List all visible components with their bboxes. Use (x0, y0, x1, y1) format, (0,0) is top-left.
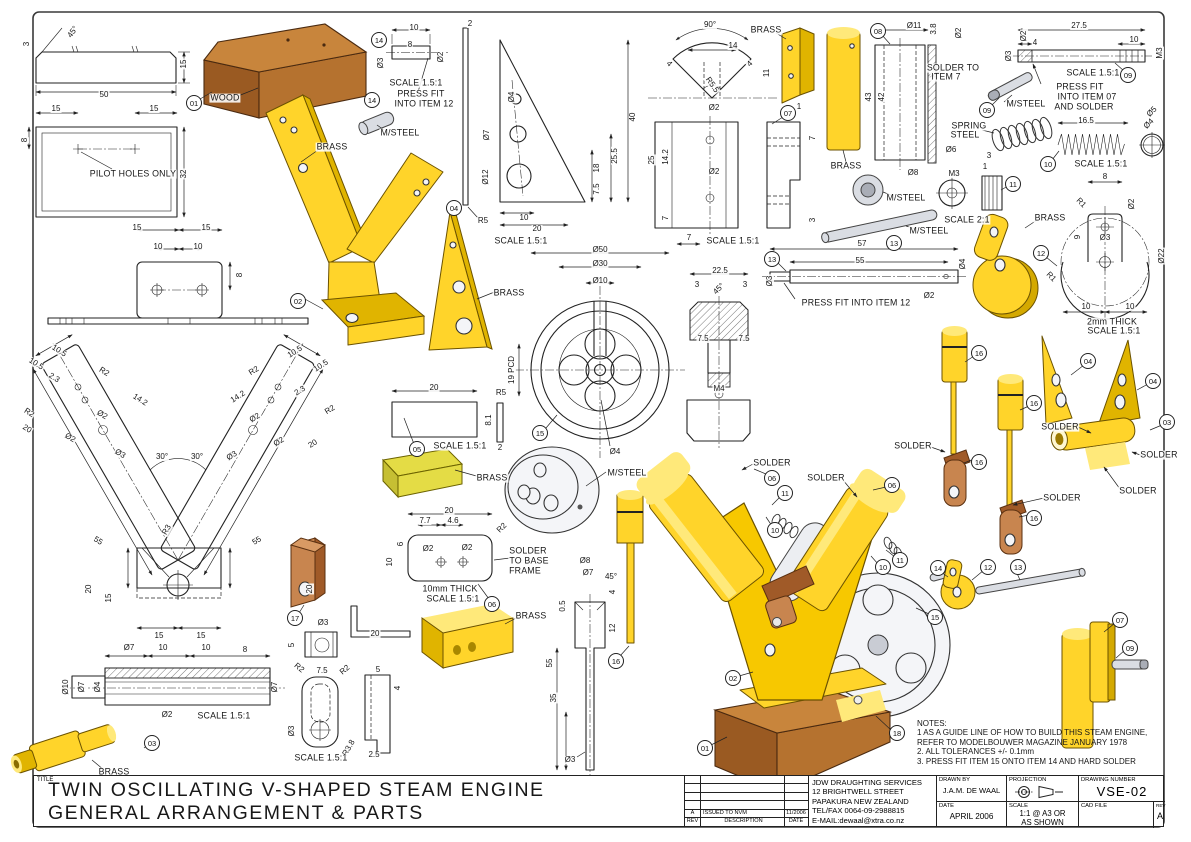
revision-rev: A (685, 809, 701, 817)
iso-pivot-assembly (1061, 621, 1149, 749)
title-block: TITLE TWIN OSCILLATING V-SHAPED STEAM EN… (33, 775, 1166, 828)
drawnby-date-cell: DRAWN BY J.A.M. DE WAAL DATE APRIL 2006 (936, 776, 1006, 826)
note-line: 1 AS A GUIDE LINE OF HOW TO BUILD THIS S… (917, 728, 1148, 738)
view-item03 (10, 654, 286, 774)
view-item02-vplate (32, 334, 324, 630)
view-item14 (358, 28, 448, 136)
first-angle-projection-icon (1015, 785, 1063, 799)
drawing-title-line2: GENERAL ARRANGEMENT & PARTS (48, 802, 424, 824)
view-item16 (555, 490, 644, 778)
view-item02-front (47, 228, 324, 325)
revision-row: A ISSUED TO NVM 11/2006 (685, 809, 808, 818)
drawn-by-value: J.A.M. DE WAAL (942, 786, 1001, 795)
scale-value-line1: 1:1 @ A3 OR (1019, 809, 1066, 818)
view-item05 (382, 389, 504, 499)
view-item12 (972, 180, 1150, 320)
drawing-number-label: DRAWING NUMBER (1081, 777, 1136, 783)
title-tag: TITLE (37, 777, 54, 783)
revision-date: 11/2006 (786, 809, 806, 816)
iso-item15 (504, 446, 607, 534)
scale-label: SCALE (1009, 803, 1029, 809)
note-line: 2. ALL TOLERANCES +/- 0.1mm (917, 747, 1035, 757)
view-item04 (428, 27, 630, 351)
projection-scale-cell: PROJECTION SCALE 1:1 @ A3 OR AS SHOWN (1006, 776, 1078, 827)
view-item06 (407, 512, 519, 670)
view-item15-section (686, 272, 751, 448)
revision-header-row: REV DESCRIPTION DATE (685, 818, 808, 827)
scale-value-line2: AS SHOWN (1021, 818, 1064, 827)
view-item07 (648, 27, 815, 246)
company-phone: TEL/FAX 0064-09-2988815 (812, 806, 905, 816)
revision-description: ISSUED TO NVM (701, 809, 785, 817)
rev-label: REV (1156, 803, 1166, 808)
iso-engine-assembly (636, 452, 951, 793)
view-item13 (762, 174, 966, 300)
view-item08 (826, 27, 942, 170)
rev-value: A (1156, 811, 1163, 821)
notes-heading: NOTES: (917, 719, 947, 728)
note-line: REFER TO MODELBOUWER MAGAZINE JANUARY 19… (917, 737, 1128, 747)
rev-cell: REV A (1153, 802, 1166, 828)
company-email: E-MAIL:dewaal@xtra.co.nz (812, 815, 905, 825)
drawing-title-line1: TWIN OSCILLATING V-SHAPED STEAM ENGINE (48, 779, 545, 801)
title-area: TITLE TWIN OSCILLATING V-SHAPED STEAM EN… (34, 776, 684, 826)
company-info: JDW DRAUGHTING SERVICES 12 BRIGHTWELL ST… (808, 776, 936, 826)
view-item17 (289, 537, 411, 754)
view-item10 (981, 116, 1165, 161)
notes-block: NOTES: 1 AS A GUIDE LINE OF HOW TO BUILD… (917, 719, 1179, 766)
drawing-number-value: VSE-02 (1096, 784, 1148, 799)
view-item01-side (35, 27, 190, 96)
view-item15-front (515, 251, 685, 458)
date-value: APRIL 2006 (949, 812, 994, 821)
drawn-by-label: DRAWN BY (939, 777, 971, 783)
cad-file-label: CAD FILE (1081, 803, 1108, 809)
iso-piston-assemblies (927, 326, 1045, 555)
revision-table: A ISSUED TO NVM 11/2006 REV DESCRIPTION … (684, 776, 808, 827)
company-city: PAPAKURA NEW ZEALAND (812, 796, 909, 806)
view-item01-top (27, 111, 186, 218)
view-item09 (987, 28, 1152, 107)
date-label: DATE (939, 803, 955, 809)
company-name: JDW DRAUGHTING SERVICES (812, 778, 922, 787)
projection-label: PROJECTION (1009, 777, 1047, 783)
iso-bracket-assembly (1041, 335, 1163, 490)
iso-item02-vframe (265, 93, 444, 346)
iso-item01-wood (199, 23, 368, 119)
view-item11 (936, 175, 1009, 211)
note-line: 3. PRESS FIT ITEM 15 ONTO ITEM 14 AND HA… (917, 756, 1136, 766)
iso-valve-assembly (929, 559, 1086, 610)
drawing-number-cell: DRAWING NUMBER VSE-02 CAD FILE REV A (1078, 776, 1166, 828)
company-street: 12 BRIGHTWELL STREET (812, 787, 904, 797)
